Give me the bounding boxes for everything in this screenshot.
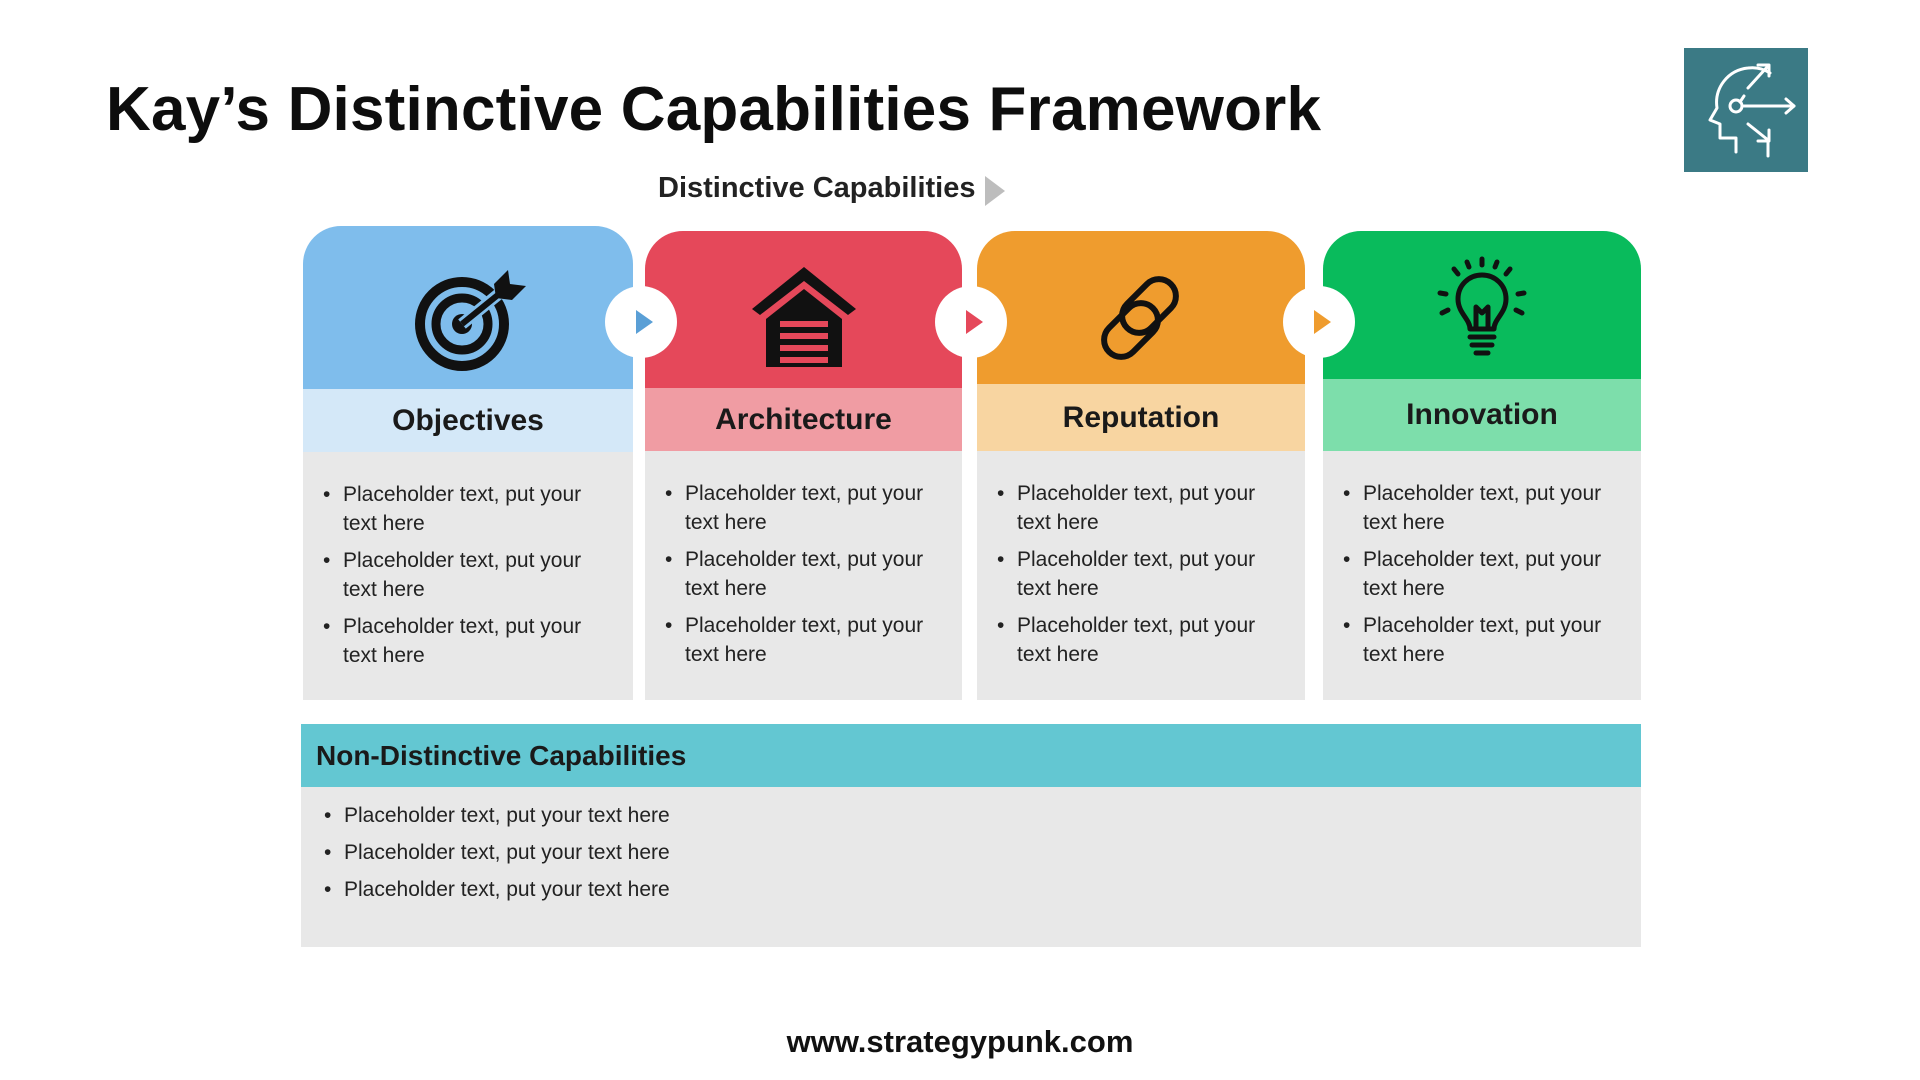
target-arrow-icon <box>415 270 526 371</box>
card-architecture: Architecture Placeholder text, put your … <box>645 231 962 700</box>
card-header <box>303 226 633 389</box>
card-body: Placeholder text, put your text here Pla… <box>303 452 633 700</box>
non-distinctive-header: Non-Distinctive Capabilities <box>301 724 1641 787</box>
card-label: Architecture <box>645 388 962 451</box>
lightbulb-icon <box>1437 256 1527 356</box>
play-arrow-icon <box>935 286 1007 358</box>
arrow-right-icon <box>985 176 1005 206</box>
bullet-item: Placeholder text, put your text here <box>997 611 1257 669</box>
card-body: Placeholder text, put your text here Pla… <box>645 451 962 700</box>
non-distinctive-body: Placeholder text, put your text here Pla… <box>301 787 1641 947</box>
bullet-item: Placeholder text, put your text here <box>997 545 1257 603</box>
bullet-item: Placeholder text, put your text here <box>323 480 583 538</box>
card-label: Innovation <box>1323 379 1641 451</box>
card-objectives: Objectives Placeholder text, put your te… <box>303 226 633 700</box>
bullet-item: Placeholder text, put your text here <box>1343 479 1603 537</box>
play-arrow-icon <box>1283 286 1355 358</box>
card-body: Placeholder text, put your text here Pla… <box>977 451 1305 700</box>
bullet-item: Placeholder text, put your text here <box>324 875 670 904</box>
bullet-item: Placeholder text, put your text here <box>1343 611 1603 669</box>
bullet-item: Placeholder text, put your text here <box>665 611 925 669</box>
distinctive-capabilities-label: Distinctive Capabilities <box>658 172 976 204</box>
card-label: Objectives <box>303 389 633 452</box>
bullet-item: Placeholder text, put your text here <box>323 612 583 670</box>
chain-link-icon <box>1101 276 1179 360</box>
card-body: Placeholder text, put your text here Pla… <box>1323 451 1641 700</box>
bullet-item: Placeholder text, put your text here <box>324 838 670 867</box>
head-decision-arrows-icon <box>1708 63 1796 158</box>
card-header <box>977 231 1305 384</box>
card-header <box>1323 231 1641 379</box>
non-distinctive-label: Non-Distinctive Capabilities <box>316 739 687 771</box>
logo <box>1684 48 1808 172</box>
play-arrow-icon <box>605 286 677 358</box>
card-label: Reputation <box>977 384 1305 451</box>
footer-url: www.strategypunk.com <box>786 1024 1134 1059</box>
bullet-item: Placeholder text, put your text here <box>665 479 925 537</box>
card-innovation: Innovation Placeholder text, put your te… <box>1323 231 1641 700</box>
bullet-item: Placeholder text, put your text here <box>665 545 925 603</box>
garage-house-icon <box>751 267 856 367</box>
bullet-item: Placeholder text, put your text here <box>323 546 583 604</box>
card-reputation: Reputation Placeholder text, put your te… <box>977 231 1305 700</box>
bullet-item: Placeholder text, put your text here <box>997 479 1257 537</box>
bullet-item: Placeholder text, put your text here <box>324 801 670 830</box>
page-title: Kay’s Distinctive Capabilities Framework <box>106 75 1322 144</box>
bullet-item: Placeholder text, put your text here <box>1343 545 1603 603</box>
card-header <box>645 231 962 388</box>
